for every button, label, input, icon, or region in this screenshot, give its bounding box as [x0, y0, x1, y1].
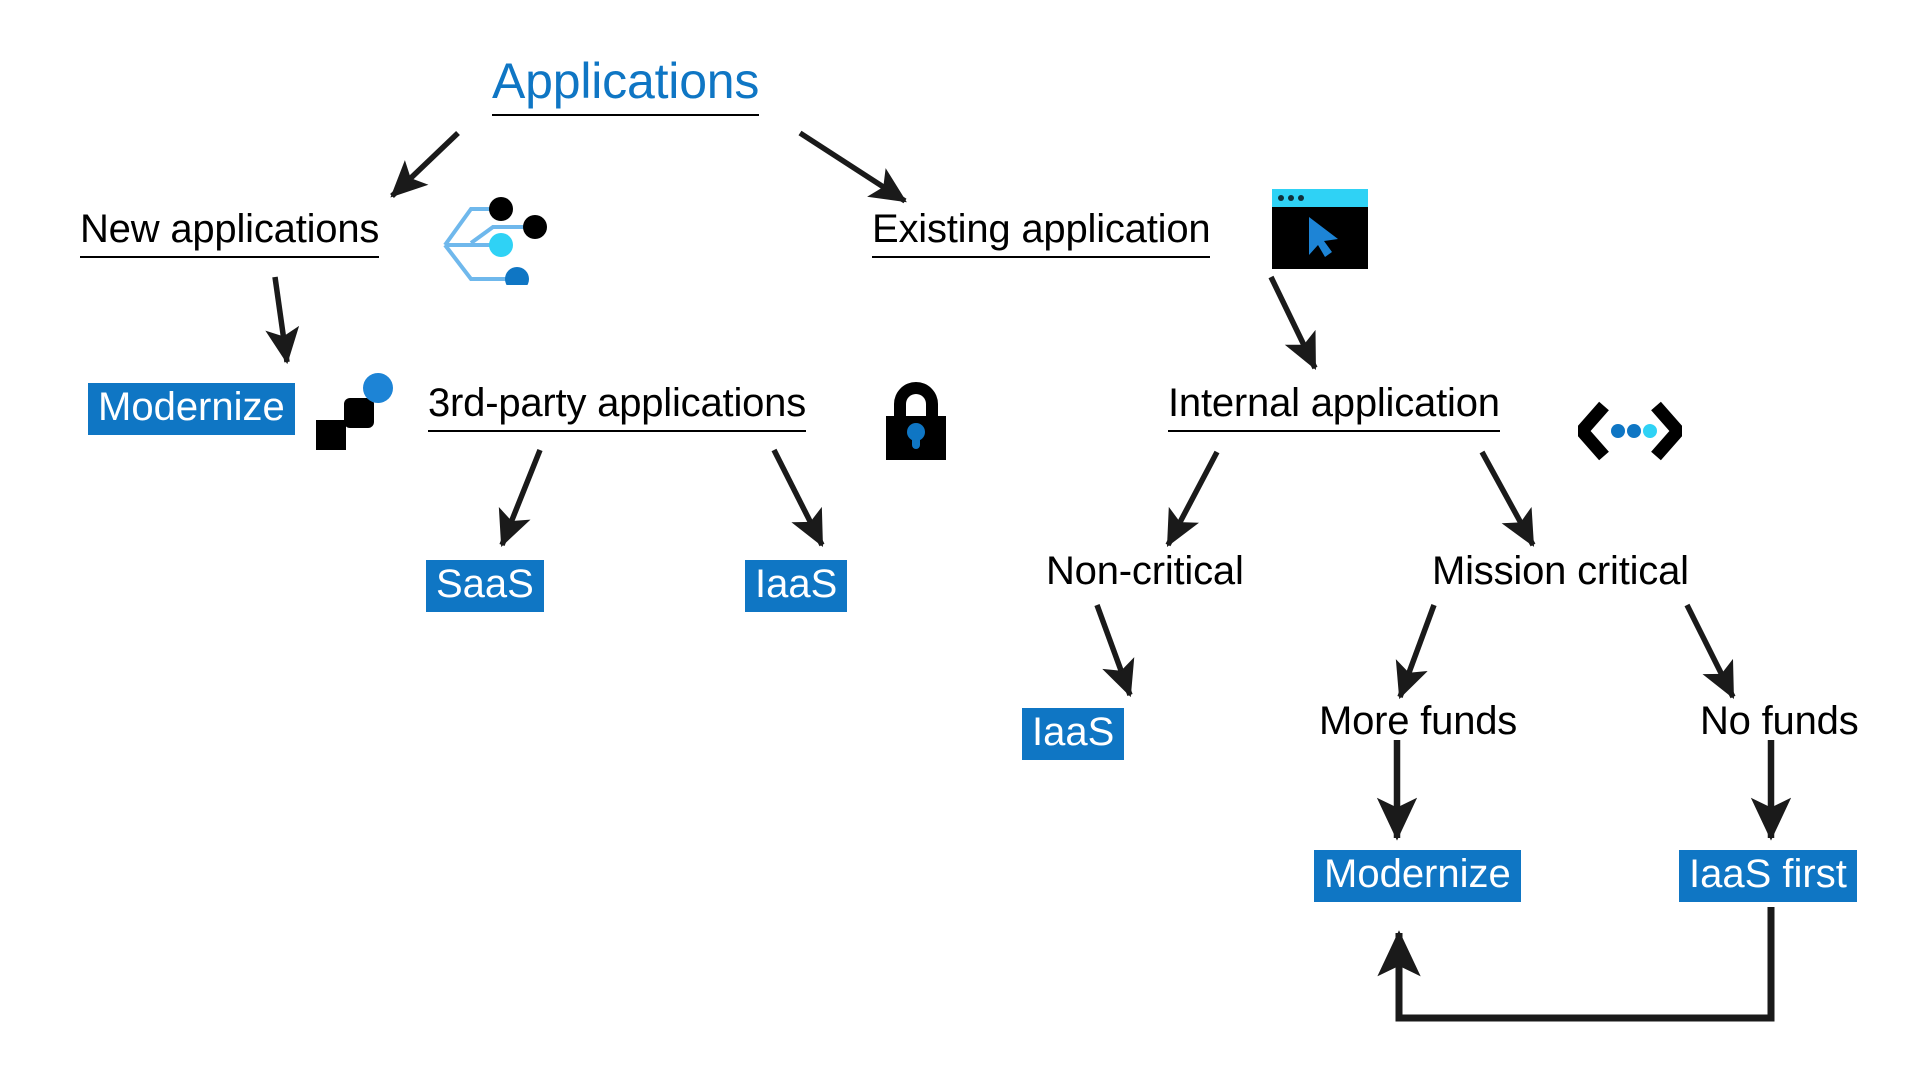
node-more-funds[interactable]: More funds	[1319, 699, 1518, 743]
edge-third-party-to-saas	[498, 448, 543, 548]
app-window-cursor-icon	[1272, 189, 1368, 269]
chip-iaas-non-critical[interactable]: IaaS	[1022, 708, 1125, 760]
edge-mission-critical-to-more-funds	[1395, 604, 1437, 700]
edge-internal-application-to-mission-critical	[1479, 450, 1536, 547]
code-brackets-icon	[1573, 400, 1687, 462]
node-existing-application[interactable]: Existing application	[872, 208, 1211, 258]
node-applications[interactable]: Applications	[492, 55, 759, 116]
edge-root-to-existing-application	[798, 130, 907, 204]
edge-existing-application-to-internal-application	[1268, 275, 1318, 370]
blocks-ascending-icon	[310, 372, 394, 452]
chip-iaas-third-party[interactable]: IaaS	[745, 560, 848, 612]
chip-modernize-more-funds[interactable]: Modernize	[1314, 850, 1521, 902]
edge-root-to-new-applications	[390, 131, 460, 198]
edge-internal-application-to-non-critical	[1165, 450, 1220, 547]
chip-iaas-first[interactable]: IaaS first	[1679, 850, 1857, 902]
node-no-funds[interactable]: No funds	[1700, 699, 1859, 743]
node-non-critical[interactable]: Non-critical	[1046, 549, 1244, 593]
padlock-icon	[880, 382, 952, 464]
chip-saas[interactable]: SaaS	[426, 560, 544, 612]
edge-mission-critical-to-no-funds	[1684, 603, 1736, 699]
edge-new-applications-to-modernize	[265, 276, 300, 365]
node-internal-application[interactable]: Internal application	[1168, 382, 1500, 432]
branch-nodes-icon	[443, 195, 549, 291]
edge-third-party-to-iaas	[771, 448, 825, 547]
node-third-party-applications[interactable]: 3rd-party applications	[428, 382, 806, 432]
chip-modernize-new-apps[interactable]: Modernize	[88, 383, 295, 435]
node-new-applications[interactable]: New applications	[80, 208, 379, 258]
edge-iaas-first-feedback-loop	[1377, 907, 1775, 1022]
node-mission-critical[interactable]: Mission critical	[1432, 549, 1689, 593]
edge-non-critical-to-iaas	[1094, 604, 1135, 698]
